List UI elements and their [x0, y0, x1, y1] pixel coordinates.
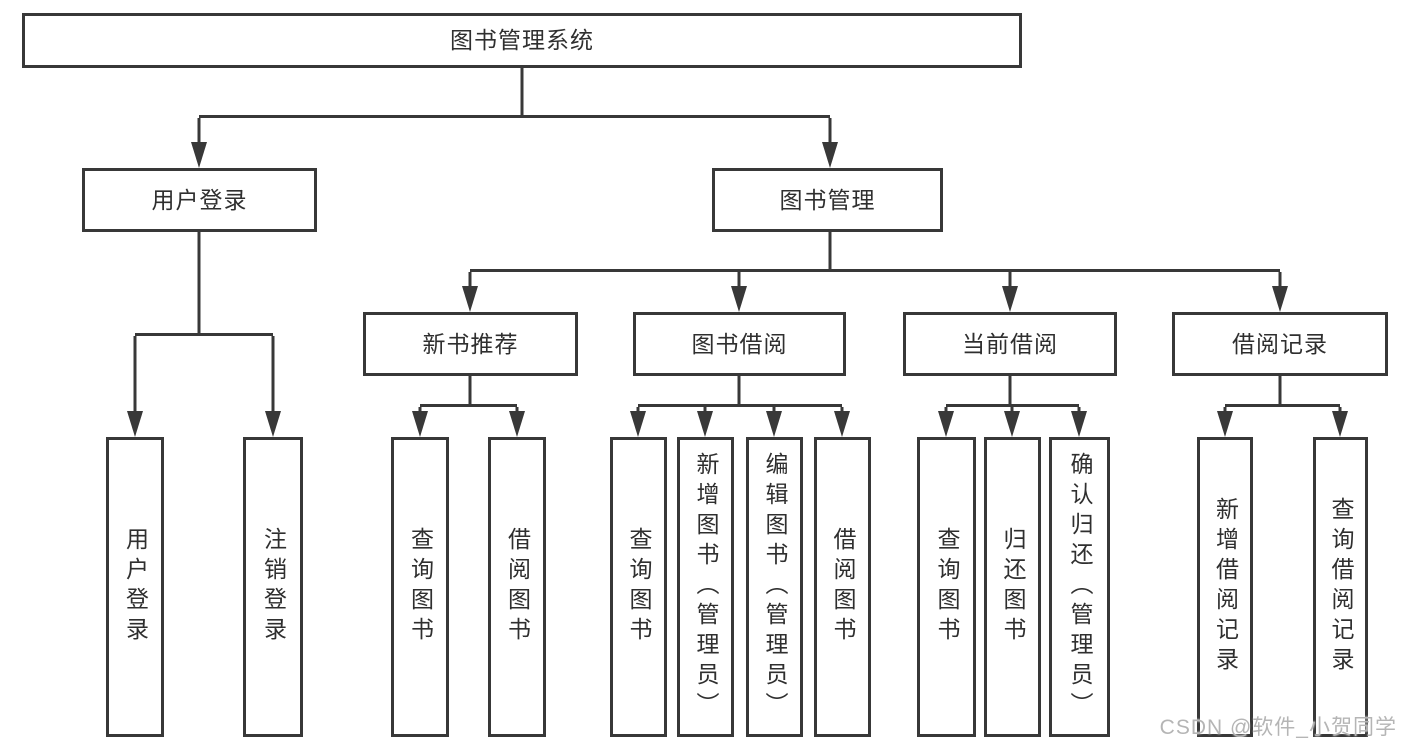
node-current-borrowing-label: 当前借阅	[962, 330, 1058, 357]
leaf-borrowing-add-books-admin: 新增图书（管理员）	[677, 437, 734, 737]
leaf-records-add-record-label: 新增借阅记录	[1212, 497, 1239, 677]
leaf-current-query-books-label: 查询图书	[934, 527, 960, 647]
leaf-current-return-books-label: 归还图书	[1000, 527, 1026, 647]
leaf-current-confirm-return-admin: 确认归还（管理员）	[1049, 437, 1110, 737]
leaf-records-query-record-label: 查询借阅记录	[1328, 497, 1354, 677]
leaf-borrowing-borrow-books-label: 借阅图书	[830, 527, 856, 647]
node-borrowing-records-label: 借阅记录	[1232, 330, 1328, 357]
leaf-newbook-query-books-label: 查询图书	[407, 527, 434, 647]
leaf-records-query-record: 查询借阅记录	[1313, 437, 1368, 737]
leaf-user-login-label: 用户登录	[122, 527, 149, 647]
node-book-borrowing-label: 图书借阅	[691, 330, 788, 357]
leaf-borrowing-add-books-admin-label: 新增图书（管理员）	[693, 452, 719, 722]
node-system-root-label: 图书管理系统	[450, 27, 594, 53]
watermark-text: CSDN @软件_小贺同学	[1159, 716, 1397, 739]
node-book-management-label: 图书管理	[779, 186, 876, 213]
node-new-book-recommend-label: 新书推荐	[422, 330, 519, 357]
leaf-newbook-borrow-books-label: 借阅图书	[504, 527, 531, 647]
leaf-borrowing-borrow-books: 借阅图书	[814, 437, 871, 737]
leaf-current-confirm-return-admin-label: 确认归还（管理员）	[1067, 452, 1093, 722]
node-book-management: 图书管理	[712, 168, 943, 232]
node-borrowing-records: 借阅记录	[1172, 312, 1388, 376]
leaf-current-query-books: 查询图书	[917, 437, 976, 737]
node-current-borrowing: 当前借阅	[903, 312, 1117, 376]
leaf-records-add-record: 新增借阅记录	[1197, 437, 1253, 737]
leaf-logout-login: 注销登录	[243, 437, 303, 737]
leaf-logout-login-label: 注销登录	[260, 527, 287, 647]
leaf-user-login: 用户登录	[106, 437, 164, 737]
leaf-newbook-query-books: 查询图书	[391, 437, 449, 737]
leaf-borrowing-query-books-label: 查询图书	[626, 527, 652, 647]
leaf-current-return-books: 归还图书	[984, 437, 1041, 737]
node-new-book-recommend: 新书推荐	[363, 312, 578, 376]
node-book-borrowing: 图书借阅	[633, 312, 846, 376]
leaf-borrowing-edit-books-admin-label: 编辑图书（管理员）	[762, 452, 788, 722]
leaf-newbook-borrow-books: 借阅图书	[488, 437, 546, 737]
node-system-root: 图书管理系统	[22, 13, 1022, 68]
leaf-borrowing-query-books: 查询图书	[610, 437, 667, 737]
node-user-login-label: 用户登录	[151, 186, 248, 213]
leaf-borrowing-edit-books-admin: 编辑图书（管理员）	[746, 437, 803, 737]
node-user-login: 用户登录	[82, 168, 317, 232]
